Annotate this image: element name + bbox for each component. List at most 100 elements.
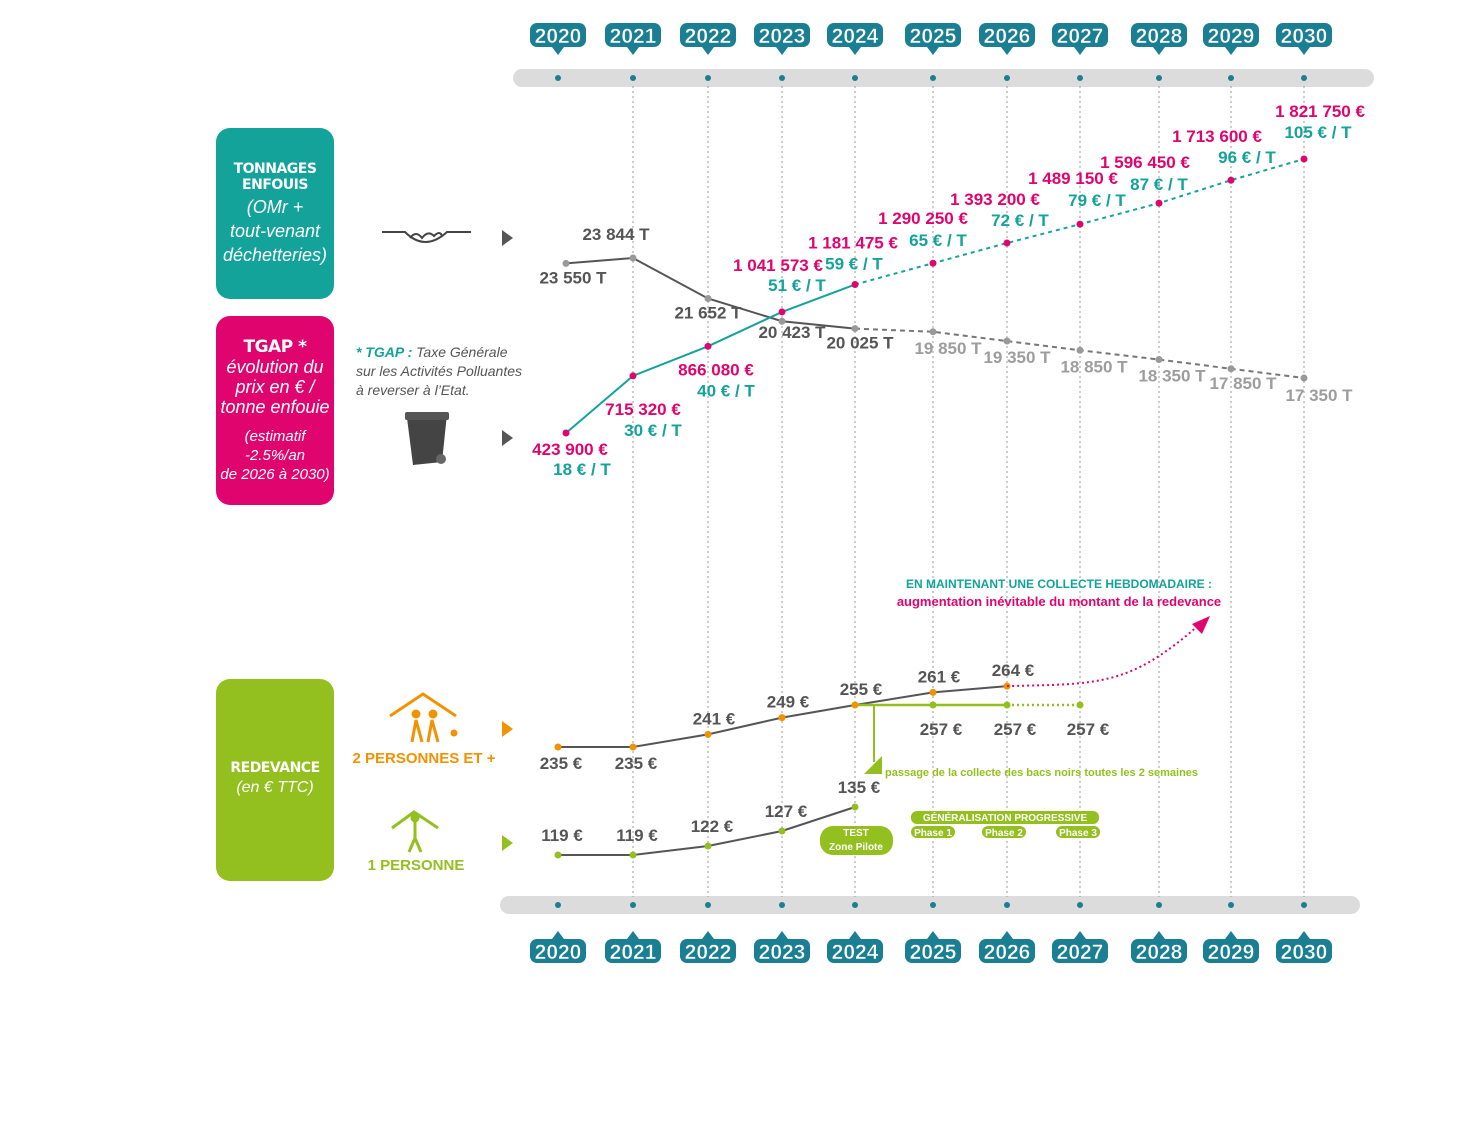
tonnage-label: 17 850 T xyxy=(1209,374,1277,393)
tgap-amount-label: 1 393 200 € xyxy=(950,190,1040,209)
redevance-biweekly-point xyxy=(1003,701,1011,709)
test-label: TEST xyxy=(843,828,869,839)
redevance-2plus-point xyxy=(629,743,637,751)
redevance-1p-label: 127 € xyxy=(765,802,808,821)
tgap-sub: évolution du xyxy=(226,357,324,377)
tgap-rate-label: 18 € / T xyxy=(553,460,611,479)
tgap-rate-label: 51 € / T xyxy=(768,276,826,295)
year-tag xyxy=(1203,23,1259,47)
generalisation-badge xyxy=(911,811,1099,824)
year-label: 2024 xyxy=(832,941,879,964)
tgap-rate-label: 87 € / T xyxy=(1130,175,1188,194)
timeline-dot xyxy=(705,75,711,81)
timeline-dot xyxy=(1156,902,1162,908)
tgap-amount-label: 1 290 250 € xyxy=(878,209,968,228)
tonnage-point xyxy=(1076,346,1084,354)
timeline-dot xyxy=(779,902,785,908)
tgap-rate-label: 40 € / T xyxy=(697,381,755,400)
tgap-title: TGAP * xyxy=(243,337,307,357)
phase-badge xyxy=(982,826,1026,838)
redevance-biweekly-label: 257 € xyxy=(920,720,963,739)
tgap-point xyxy=(929,259,937,267)
tonnage-point xyxy=(629,254,637,262)
row-pointer-icon xyxy=(502,230,513,246)
tgap-point xyxy=(1300,155,1308,163)
year-label: 2023 xyxy=(759,25,806,48)
tgap-amount-label: 423 900 € xyxy=(532,440,608,459)
timeline-dot xyxy=(630,75,636,81)
year-label: 2020 xyxy=(535,25,582,48)
year-tag xyxy=(680,939,736,963)
redevance-2plus-point xyxy=(929,688,937,696)
tonnage-label: 18 850 T xyxy=(1060,357,1128,376)
redevance-biweekly-point xyxy=(1076,701,1084,709)
redevance-2plus-label: 235 € xyxy=(540,754,583,773)
year-label: 2025 xyxy=(910,25,957,48)
person-icon xyxy=(391,810,439,853)
redevance-2plus-label: 241 € xyxy=(693,709,736,728)
tonnage-label: 21 652 T xyxy=(674,304,742,323)
tonnage-label: 20 423 T xyxy=(758,323,826,342)
timeline-dot xyxy=(1004,75,1010,81)
year-tag-pointer xyxy=(1074,47,1086,55)
tgap-def-2: sur les Activités Polluantes xyxy=(356,363,522,379)
year-tag-pointer xyxy=(1153,47,1165,55)
redevance-2plus-label: 264 € xyxy=(992,661,1035,680)
timeline-dot xyxy=(1301,902,1307,908)
tgap-note: (estimatif xyxy=(244,428,306,445)
redevance-2plus-label: 255 € xyxy=(840,680,883,699)
year-label: 2022 xyxy=(685,941,732,964)
tgap-note-3: de 2026 à 2030) xyxy=(220,466,330,483)
timeline-dot xyxy=(630,902,636,908)
year-label: 2029 xyxy=(1208,941,1255,964)
redevance-title: REDEVANCE xyxy=(230,760,320,776)
redevance-1p-point xyxy=(704,842,712,850)
tgap-rate-label: 72 € / T xyxy=(991,211,1049,230)
year-label: 2024 xyxy=(832,25,879,48)
year-tag xyxy=(905,939,961,963)
year-tag-pointer xyxy=(1225,931,1237,939)
phase-label: Phase 2 xyxy=(985,828,1023,839)
year-tag-pointer xyxy=(627,47,639,55)
tgap-def-3: à reverser à l’Etat. xyxy=(356,382,470,398)
tgap-amount-label: 715 320 € xyxy=(605,400,681,419)
pilot-zone-label: Zone Pilote xyxy=(829,842,883,853)
year-tag-pointer xyxy=(927,47,939,55)
year-label: 2023 xyxy=(759,941,806,964)
year-label: 2025 xyxy=(910,941,957,964)
timeline-dot xyxy=(1004,902,1010,908)
year-label: 2020 xyxy=(535,941,582,964)
tgap-point xyxy=(629,372,637,380)
timeline-dot xyxy=(852,75,858,81)
year-tag-pointer xyxy=(702,931,714,939)
year-tag xyxy=(827,23,883,47)
year-tag xyxy=(979,939,1035,963)
phase-badge xyxy=(1056,826,1100,838)
weekly-trend-arrow xyxy=(1006,623,1201,688)
tgap-point xyxy=(1003,239,1011,247)
year-tag-pointer xyxy=(776,931,788,939)
tgap-rate-label: 65 € / T xyxy=(909,231,967,250)
year-label: 2021 xyxy=(610,25,657,48)
tonnage-label: 23 844 T xyxy=(582,225,650,244)
redevance-sub: (en € TTC) xyxy=(236,779,314,796)
timeline-track xyxy=(513,69,1374,87)
tonnage-point xyxy=(778,317,786,325)
year-label: 2021 xyxy=(610,941,657,964)
tgap-key: * TGAP : xyxy=(356,344,413,360)
timeline-dot xyxy=(1228,75,1234,81)
year-tag xyxy=(1203,939,1259,963)
year-label: 2027 xyxy=(1057,25,1104,48)
tonnage-point xyxy=(1003,337,1011,345)
year-tag xyxy=(1276,939,1332,963)
timeline-dot xyxy=(1228,902,1234,908)
tonnage-point xyxy=(1300,374,1308,382)
tonnage-point xyxy=(851,325,859,333)
redevance-1p-point xyxy=(554,851,562,859)
timeline-dot xyxy=(930,902,936,908)
tonnages-title: TONNAGES xyxy=(233,160,317,177)
year-tag xyxy=(1131,23,1187,47)
tgap-point xyxy=(778,308,786,316)
biweekly-note: passage de la collecte des bacs noirs to… xyxy=(885,767,1198,779)
phase-label: Phase 1 xyxy=(914,828,952,839)
